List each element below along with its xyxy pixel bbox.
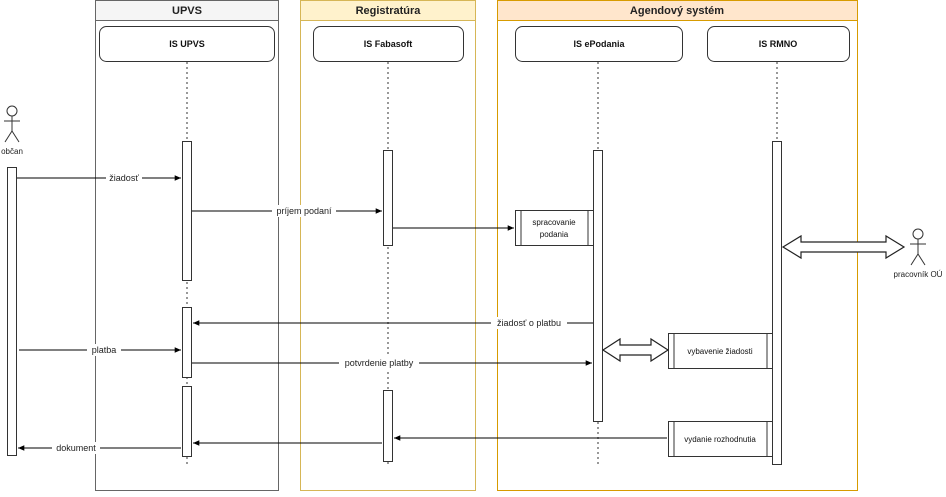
lifeline-is-rmno-label: IS RMNO — [759, 39, 798, 49]
pool-upvs-title: UPVS — [172, 5, 202, 17]
activity-spracovanie-line1: spracovanie — [532, 218, 576, 227]
activation-epodania — [593, 150, 603, 422]
lifeline-is-fabasoft-label: IS Fabasoft — [364, 39, 413, 49]
activation-rmno — [772, 141, 782, 465]
activity-spracovanie-line2: podania — [540, 230, 569, 239]
activation-upvs-3 — [182, 386, 192, 457]
activation-fabasoft-2 — [383, 390, 393, 462]
actor-obcan-label: občan — [1, 147, 23, 156]
message-platba-label: platba — [92, 345, 117, 355]
stick-figure-icon — [4, 105, 20, 143]
message-prijem-podani: príjem podaní — [192, 205, 382, 217]
message-ziadost-o-platbu: žiadosť o platbu — [193, 317, 593, 329]
activation-upvs-2 — [182, 307, 192, 378]
activation-fabasoft-1 — [383, 150, 393, 246]
actor-pracovnik: pracovník OÚ — [894, 228, 943, 279]
message-dokument: dokument — [18, 442, 181, 454]
stick-figure-icon — [910, 228, 926, 266]
activity-spracovanie-podania: spracovanie podania — [515, 210, 594, 246]
message-dokument-label: dokument — [56, 443, 96, 453]
message-prijem-podani-label: príjem podaní — [276, 206, 332, 216]
pool-registratura-title: Registratúra — [356, 5, 422, 17]
bidirectional-arrow-epodania-vybavenie — [601, 337, 670, 363]
bidirectional-arrow-rmno-pracovnik — [781, 234, 906, 260]
message-platba: platba — [19, 344, 181, 356]
activity-vybavenie-ziadosti: vybavenie žiadosti — [668, 333, 773, 369]
activity-vydanie-rozhodnutia: vydanie rozhodnutia — [668, 421, 773, 457]
lifeline-is-epodania-label: IS ePodania — [573, 39, 625, 49]
actor-pracovnik-label: pracovník OÚ — [894, 270, 943, 279]
message-ziadost-o-platbu-label: žiadosť o platbu — [497, 318, 561, 328]
activity-vybavenie-label: vybavenie žiadosti — [687, 347, 753, 356]
actor-obcan: občan — [1, 105, 23, 456]
activity-vydanie-label: vydanie rozhodnutia — [684, 435, 756, 444]
message-ziadost: žiadosť — [17, 172, 181, 184]
activation-upvs-1 — [182, 141, 192, 281]
message-ziadost-label: žiadosť — [109, 173, 139, 183]
pool-agendovy-title: Agendový systém — [630, 5, 724, 17]
message-potvrdenie-platby-label: potvrdenie platby — [345, 358, 414, 368]
lifeline-is-upvs-label: IS UPVS — [169, 39, 205, 49]
message-potvrdenie-platby: potvrdenie platby — [192, 357, 592, 369]
